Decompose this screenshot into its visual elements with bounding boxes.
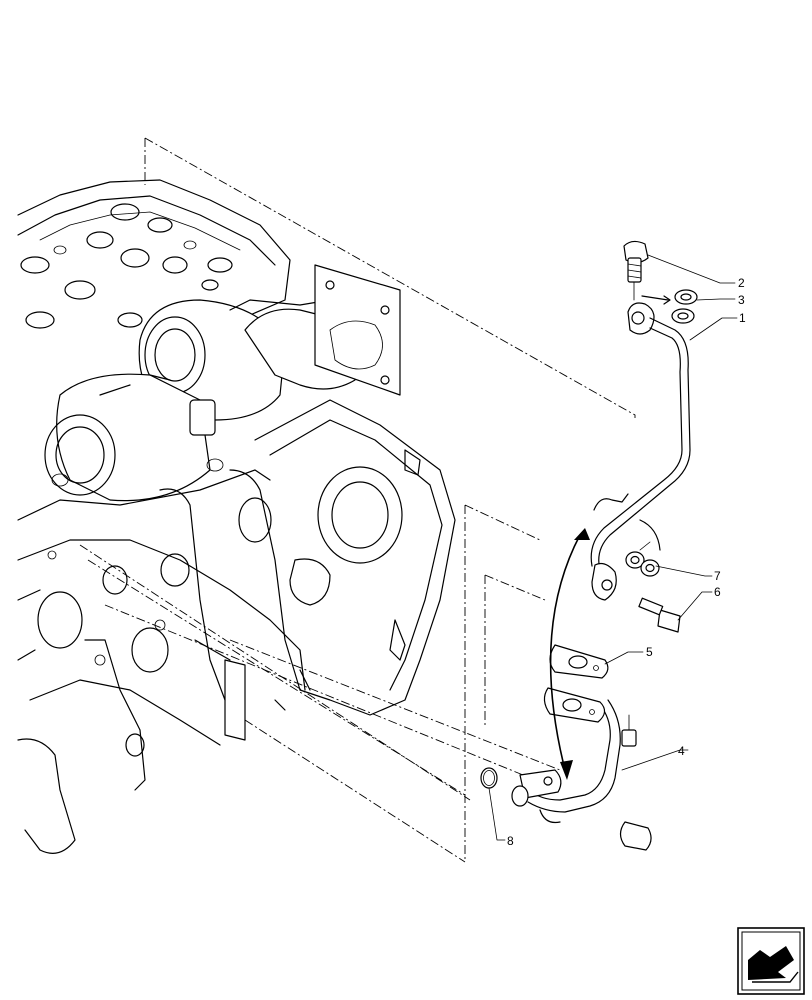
- callout-5: 5: [646, 645, 653, 659]
- part-7-washers: [625, 551, 660, 577]
- part-8-o-ring: [480, 767, 498, 789]
- callout-2: 2: [738, 276, 745, 290]
- engine-block: [17, 137, 636, 863]
- next-page-arrow-icon[interactable]: [737, 927, 805, 995]
- part-4-oil-return-pipe: [511, 699, 621, 824]
- callout-7: 7: [714, 569, 721, 583]
- callout-6: 6: [714, 585, 721, 599]
- callout-3: 3: [738, 293, 745, 307]
- part-1-oil-feed-pipe: [590, 302, 691, 601]
- part-2-banjo-bolt: [623, 240, 649, 301]
- leader-lines: [488, 254, 738, 841]
- part-3-sealing-washers: [641, 289, 698, 324]
- callout-8: 8: [507, 834, 514, 848]
- flow-arrow: [549, 528, 590, 780]
- misc-hardware: [593, 493, 661, 851]
- callout-4: 4: [678, 744, 685, 758]
- part-6-bolt: [638, 597, 681, 633]
- callout-1: 1: [739, 311, 746, 325]
- callout-labels: 1 2 3 4 5 6 7 8: [507, 276, 746, 848]
